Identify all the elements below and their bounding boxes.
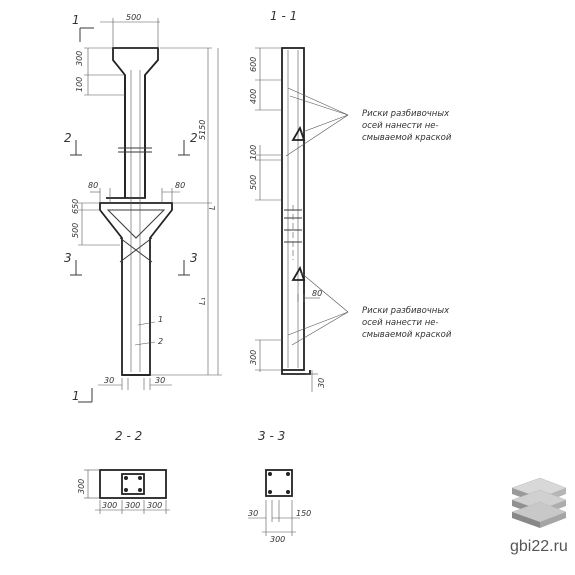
dim-600-side: 600 xyxy=(249,57,258,72)
dim-300-s22-c: 300 xyxy=(147,501,162,510)
section-3-3-view: 3 - 3 30 150 300 xyxy=(248,429,311,544)
note-lower-line2: осей нанести не- xyxy=(362,318,439,328)
note-upper-line2: осей нанести не- xyxy=(362,121,439,131)
section-2-2-title: 2 - 2 xyxy=(115,429,142,443)
section-mark-1-bottom: 1 xyxy=(72,389,80,403)
dim-L1: L₁ xyxy=(198,297,207,305)
section-mark-2-right: 2 xyxy=(190,131,198,145)
dim-500-top: 500 xyxy=(126,13,141,22)
side-outline xyxy=(281,47,305,371)
dim-300-s22-a: 300 xyxy=(102,501,117,510)
watermark-text: gbi22.ru xyxy=(510,538,568,555)
dim-5150: 5150 xyxy=(198,120,207,140)
dim-30-bottom-left: 30 xyxy=(104,376,114,385)
dim-400-side: 400 xyxy=(249,89,258,104)
console-outline xyxy=(99,202,173,376)
dim-80-side: 80 xyxy=(312,289,322,298)
section-2-2-view: 2 - 2 300 300 300 300 xyxy=(77,429,170,514)
watermark-logo xyxy=(511,477,567,528)
note-lower-line3: смываемой краской xyxy=(362,330,452,340)
section-2-2-core xyxy=(121,473,145,495)
dim-100-side: 100 xyxy=(249,145,258,160)
section-1-1-view: 1 - 1 600 400 100 500 300 xyxy=(249,9,326,392)
dim-30-side: 30 xyxy=(317,378,326,388)
section-2-2-outline xyxy=(99,469,167,499)
dim-300-s22-height: 300 xyxy=(77,479,86,494)
section-mark-3-left: 3 xyxy=(64,251,72,265)
note-upper-line3: смываемой краской xyxy=(362,133,452,143)
section-1-1-title: 1 - 1 xyxy=(270,9,297,23)
position-1: 1 xyxy=(158,315,163,324)
position-2: 2 xyxy=(158,337,163,346)
dim-300-head: 300 xyxy=(75,51,84,66)
section-3-3-outline xyxy=(265,469,293,497)
section-mark-2-left: 2 xyxy=(64,131,72,145)
dim-650: 650 xyxy=(71,199,80,214)
column-head-outline xyxy=(106,47,159,199)
dim-L: L xyxy=(208,206,217,210)
section-3-3-title: 3 - 3 xyxy=(258,429,285,443)
section-mark-3-right: 3 xyxy=(190,251,198,265)
dim-300-s22-b: 300 xyxy=(125,501,140,510)
note-upper-line1: Риски разбивочных xyxy=(362,109,450,119)
front-view: 500 1 300 100 5150 L L₁ 80 80 xyxy=(64,13,222,403)
section-mark-1-top: 1 xyxy=(72,13,80,27)
dim-500-console: 500 xyxy=(71,223,80,238)
dim-300-side-bottom: 300 xyxy=(249,350,258,365)
dim-80-left: 80 xyxy=(88,181,98,190)
note-lower-line1: Риски разбивочных xyxy=(362,306,450,316)
dim-80-right: 80 xyxy=(175,181,185,190)
dim-30-bottom-right: 30 xyxy=(155,376,165,385)
dim-500-side: 500 xyxy=(249,175,258,190)
notes-group: Риски разбивочных осей нанести не- смыва… xyxy=(285,87,452,346)
dim-150-s33: 150 xyxy=(296,509,311,518)
dim-300-s33: 300 xyxy=(270,535,285,544)
dim-30-s33: 30 xyxy=(248,509,258,518)
dim-100-head: 100 xyxy=(75,77,84,92)
